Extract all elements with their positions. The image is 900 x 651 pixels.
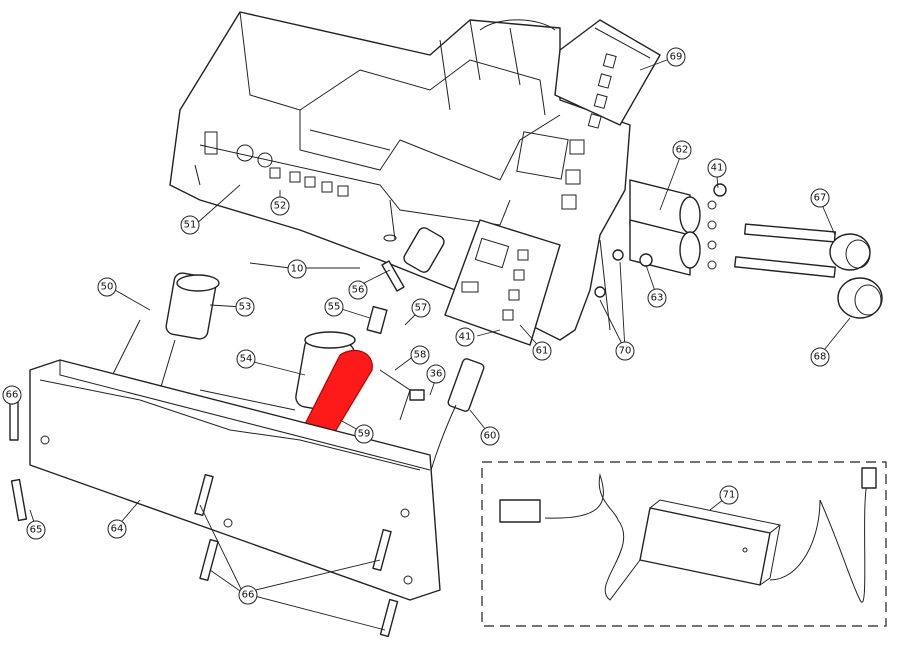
callout-71: 71	[719, 485, 739, 505]
callout-65: 65	[26, 520, 46, 540]
svg-text:71: 71	[723, 490, 736, 501]
callout-55: 55	[324, 297, 344, 317]
callout-67: 67	[810, 188, 830, 208]
callout-52: 52	[270, 196, 290, 216]
svg-text:66: 66	[6, 390, 19, 401]
callout-41-lower: 41	[455, 327, 475, 347]
base-plate	[29, 359, 441, 601]
callout-41-upper: 41	[707, 158, 727, 178]
callout-63: 63	[647, 288, 667, 308]
callout-60: 60	[480, 426, 500, 446]
screws	[9, 399, 399, 638]
callout-36: 36	[426, 364, 446, 384]
svg-text:64: 64	[111, 524, 124, 535]
control-panel	[444, 219, 561, 346]
callout-64: 64	[107, 519, 127, 539]
svg-text:56: 56	[352, 285, 365, 296]
svg-text:61: 61	[536, 346, 549, 357]
callout-56: 56	[348, 280, 368, 300]
callout-68: 68	[810, 347, 830, 367]
knob-screw-lower	[734, 256, 883, 319]
callout-70: 70	[615, 341, 635, 361]
svg-text:58: 58	[414, 350, 427, 361]
callout-58: 58	[410, 345, 430, 365]
svg-text:36: 36	[430, 369, 443, 380]
callout-69: 69	[666, 47, 686, 67]
svg-text:70: 70	[619, 346, 632, 357]
callout-51: 51	[180, 215, 200, 235]
power-supply-box	[481, 461, 887, 627]
svg-text:57: 57	[415, 303, 428, 314]
svg-text:41: 41	[711, 163, 724, 174]
callout-59: 59	[354, 424, 374, 444]
svg-text:10: 10	[291, 264, 304, 275]
callout-53: 53	[235, 297, 255, 317]
svg-text:55: 55	[328, 302, 341, 313]
callout-54: 54	[236, 349, 256, 369]
svg-text:53: 53	[239, 302, 252, 313]
callout-10: 10	[287, 259, 307, 279]
svg-text:59: 59	[358, 429, 371, 440]
knob-screw-upper	[744, 223, 871, 271]
motor	[99, 272, 220, 401]
svg-text:62: 62	[676, 145, 689, 156]
svg-text:50: 50	[101, 282, 114, 293]
svg-text:54: 54	[240, 354, 253, 365]
callout-66-left: 66	[2, 385, 22, 405]
small-fasteners	[366, 183, 727, 401]
svg-text:60: 60	[484, 431, 497, 442]
callout-57: 57	[411, 298, 431, 318]
svg-text:63: 63	[651, 293, 664, 304]
svg-text:66: 66	[242, 590, 255, 601]
svg-text:68: 68	[814, 352, 827, 363]
svg-text:41: 41	[459, 332, 472, 343]
svg-text:52: 52	[274, 201, 287, 212]
callout-66-bottom: 66	[238, 585, 258, 605]
svg-text:65: 65	[30, 525, 43, 536]
callout-62: 62	[672, 140, 692, 160]
callout-61: 61	[532, 341, 552, 361]
callout-50: 50	[97, 277, 117, 297]
svg-text:69: 69	[670, 52, 683, 63]
label-card	[554, 19, 661, 129]
svg-text:67: 67	[814, 193, 827, 204]
svg-text:51: 51	[184, 220, 197, 231]
